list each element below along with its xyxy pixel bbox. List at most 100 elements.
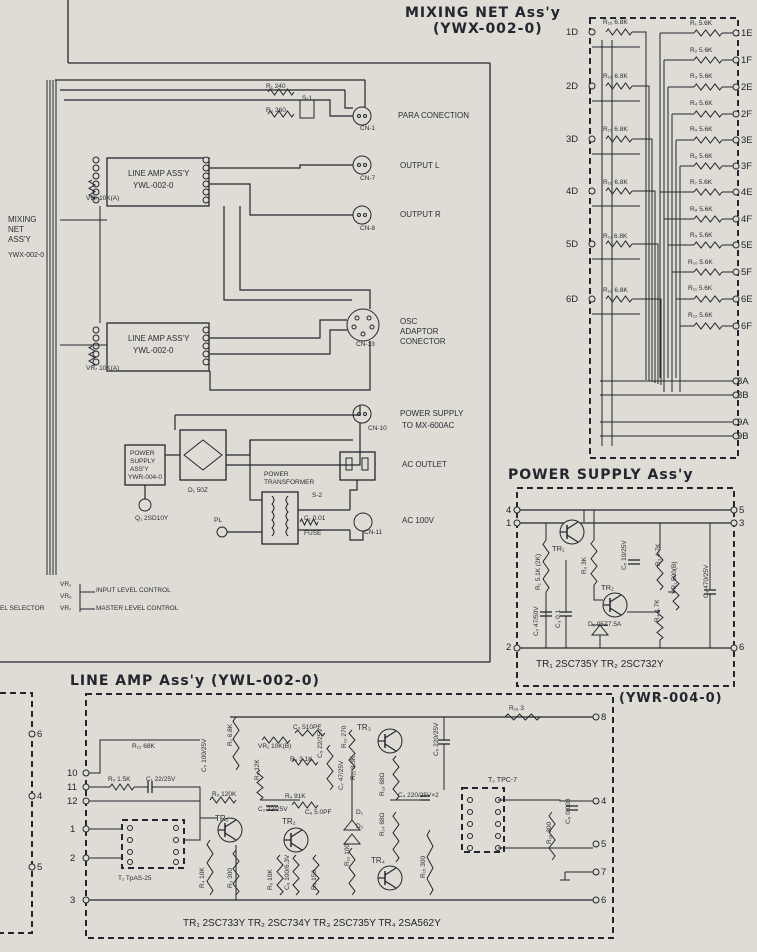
transistor-collector bbox=[609, 594, 622, 603]
r1-resistor bbox=[267, 88, 295, 96]
din-connector bbox=[352, 205, 372, 225]
mix-term-1d: 1D bbox=[566, 27, 579, 38]
mix-resistor-left bbox=[605, 82, 633, 90]
amp-terminal-right bbox=[592, 868, 600, 876]
pin bbox=[363, 163, 367, 167]
r7-resistor bbox=[232, 716, 240, 771]
part-cn8: CN-8 bbox=[360, 225, 376, 232]
r9b-resistor bbox=[291, 801, 319, 809]
amp-lbl-r6b: R₆ 150 bbox=[311, 870, 318, 890]
psu-lbl-c2: C₂ 47/50V bbox=[533, 606, 540, 636]
t2-pin bbox=[467, 797, 473, 803]
to-mx-label: TO MX-600AC bbox=[402, 421, 455, 430]
terminal bbox=[92, 164, 100, 172]
line-amp-border bbox=[85, 693, 614, 939]
part-vr7-a: VR₇ 10K(A) bbox=[86, 195, 120, 202]
transistor-emitter bbox=[566, 534, 579, 543]
pin bbox=[360, 331, 366, 337]
fuse-symbol bbox=[299, 517, 319, 527]
amp-terminal-right bbox=[592, 713, 600, 721]
osc-wire bbox=[209, 319, 347, 339]
amp-lbl-r4: R₄ 10K bbox=[199, 867, 206, 888]
r9-resistor bbox=[291, 758, 319, 766]
t2-pin bbox=[467, 833, 473, 839]
amp-term-10: 10 bbox=[67, 768, 78, 779]
transistor-emitter bbox=[609, 607, 622, 616]
osc-label: OSC bbox=[400, 317, 418, 326]
psu-wire bbox=[226, 423, 361, 466]
mix-terminal-left bbox=[588, 28, 596, 36]
psu-block-3: ASS'Y bbox=[130, 466, 149, 473]
conector-label: CONECTOR bbox=[400, 337, 446, 346]
r2-resistor bbox=[590, 539, 598, 586]
amp-lbl-r7: R₇ 6.8K bbox=[227, 723, 234, 746]
terminal bbox=[92, 156, 100, 164]
part-cn7: CN-7 bbox=[360, 175, 376, 182]
edge-terminal bbox=[28, 730, 36, 738]
mix-resistor-left bbox=[605, 28, 633, 36]
amp-lbl-r5: R₅ 1.5K bbox=[108, 776, 131, 783]
mix-wire bbox=[632, 138, 653, 382]
line-amp-transistors: TR₁ 2SC733Y TR₂ 2SC734Y TR₃ 2SC735Y TR₄ … bbox=[183, 918, 441, 929]
mix-res-r10: R₁₀ 5.6K bbox=[688, 259, 713, 266]
mix-wire bbox=[632, 243, 659, 384]
transformer-wire bbox=[249, 440, 262, 501]
amp-lbl-t2: T₂ TPC-7 bbox=[488, 777, 518, 784]
mix-res-r9: R₉ 5.6K bbox=[690, 232, 713, 239]
psu-block-1: POWER bbox=[130, 450, 155, 457]
part-vr7-b: VR₇ 10K(A) bbox=[86, 365, 120, 372]
pin bbox=[369, 324, 375, 330]
mix-res-r5: R₅ 5.6K bbox=[690, 126, 713, 133]
mix-terminal-left bbox=[588, 187, 596, 195]
terminal bbox=[202, 180, 210, 188]
outlet-slot bbox=[345, 457, 353, 471]
mix-res-l6: R₁₈ 6.8K bbox=[603, 287, 628, 294]
legend-code-1: VR₁ bbox=[60, 581, 72, 588]
amp-wire bbox=[184, 818, 201, 841]
mix-term-8a: 8A bbox=[737, 376, 749, 387]
pilot-lamp bbox=[216, 526, 228, 538]
edge-terminal-4: 4 bbox=[37, 791, 43, 802]
legend-text-3: MASTER LEVEL CONTROL bbox=[96, 605, 179, 612]
amp-lbl-c4: C₄ 220/25V×2 bbox=[398, 792, 439, 799]
mix-term-6e: 6E bbox=[741, 294, 753, 305]
mixing-net-code: (YWX-002-0) bbox=[433, 21, 543, 37]
power-supply-border bbox=[516, 487, 735, 687]
amp-terminal-left bbox=[82, 783, 90, 791]
mix-res-r12: R₁₂ 5.6K bbox=[688, 312, 713, 319]
power-transformer bbox=[261, 491, 299, 545]
mix-term-9b: 9B bbox=[737, 431, 749, 442]
r5b-resistor bbox=[276, 854, 284, 896]
mix-term-5e: 5E bbox=[741, 240, 753, 251]
mix-term-2d: 2D bbox=[566, 81, 579, 92]
pin bbox=[363, 213, 367, 217]
mix-resistor-left bbox=[605, 295, 633, 303]
edge-label: EL SELECTOR bbox=[0, 605, 45, 612]
part-s2: S-2 bbox=[312, 492, 323, 499]
outlet-wire bbox=[349, 480, 358, 510]
amp-lbl-c1: C₁ 22/25V bbox=[146, 776, 176, 783]
r16-resistor bbox=[504, 713, 541, 721]
pin bbox=[357, 163, 361, 167]
side-label-3: ASS'Y bbox=[8, 235, 31, 244]
psu-wire bbox=[226, 439, 353, 456]
r3-resistor bbox=[232, 849, 240, 896]
mix-term-4d: 4D bbox=[566, 186, 579, 197]
amp-lbl-c9: C₉ 22/25V bbox=[317, 728, 324, 758]
mix-term-4f: 4F bbox=[741, 214, 753, 225]
part-pl: PL bbox=[214, 517, 222, 524]
t1-pin bbox=[127, 825, 133, 831]
psu-wire bbox=[175, 405, 361, 416]
amp-lbl-r8: R₈ 12K bbox=[254, 759, 261, 780]
terminal bbox=[202, 196, 210, 204]
terminal bbox=[202, 188, 210, 196]
mix-resistor-left bbox=[605, 240, 633, 248]
terminal bbox=[202, 164, 210, 172]
amp-block-2-title: LINE AMP ASS'Y bbox=[128, 334, 190, 343]
mix-wire bbox=[632, 298, 662, 385]
psu-lbl-c3: C₃ 0.1 bbox=[555, 609, 562, 628]
output-l-wire bbox=[209, 164, 353, 169]
osc-wire bbox=[209, 329, 347, 355]
psu-lbl-c4: C₄ 470/25V bbox=[703, 564, 710, 598]
mix-term-4e: 4E bbox=[741, 187, 753, 198]
